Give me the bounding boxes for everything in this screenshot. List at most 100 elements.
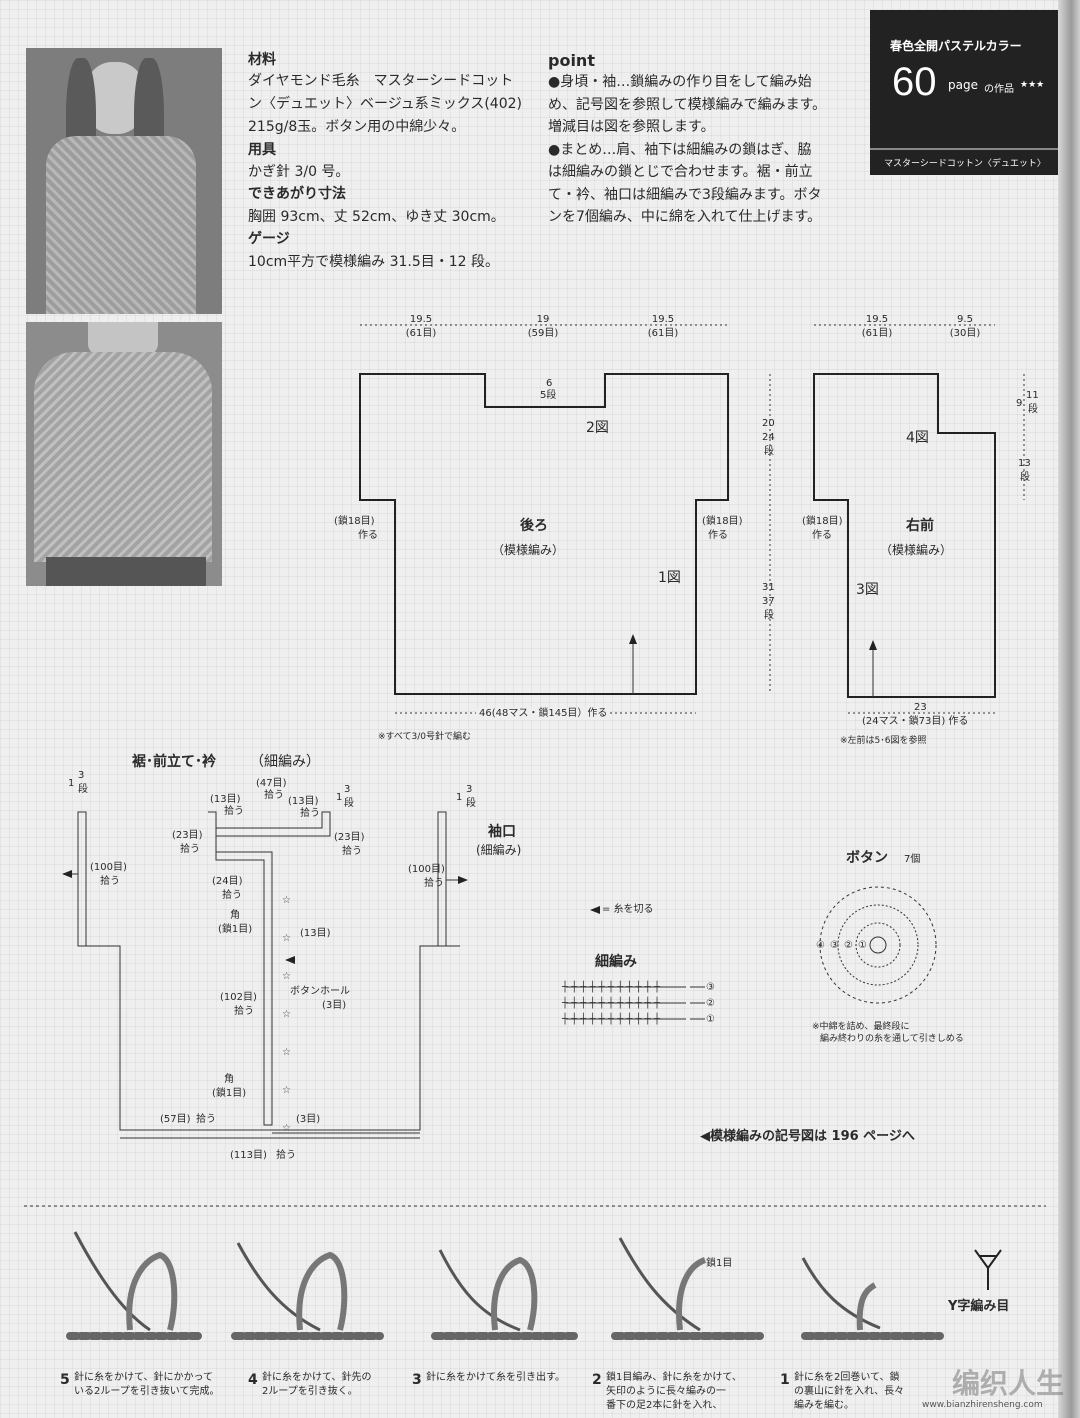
cuff-title-sub: (細編み) [476,843,522,857]
border-rows-b-count: 3 [344,784,351,795]
step-2-line-1: 鎖1目編み、針に糸をかけて、 [606,1372,742,1383]
work-label: の作品 [984,84,1014,95]
back-bottom-dim: 46(48マス・鎖145目）作る [476,708,611,720]
tools-line: かぎ針 3/0 号。 [248,164,350,180]
step-5-number: 5 [60,1372,70,1388]
point-line-7: ンを7個編み、中に綿を入れて仕上げます。 [548,209,822,225]
pick-57: (57目) [160,1114,191,1125]
buttonhole-label: ボタンホール [290,986,350,997]
back-height-bottom-unit: 段 [764,610,774,621]
difficulty-stars: ★★★ [1020,80,1045,90]
front-bottom-stitches: (24マス・鎖73目) 作る [862,716,969,727]
pick-100-left: (100目) [90,862,127,873]
point-line-2: め、記号図を参照して模様編みで編みます。 [548,97,827,113]
tools-heading: 用具 [248,142,276,158]
point-line-6: て・衿、袖口は細編みで3段編みます。ボタ [548,187,822,203]
pick-113-label: 拾う [276,1150,296,1161]
pick-13b-label: 拾う [300,808,320,819]
pick-102: (102目) [220,992,257,1003]
sc-row-2: ② [706,998,715,1009]
pick-23a-label: 拾う [180,844,200,855]
sc-row-3: ③ [706,982,715,993]
buttonhole-stars: ☆ ☆ ☆ ☆ ☆ ☆ ☆ [282,895,291,1134]
pick-13b: (13目) [288,796,319,807]
back-height-bottom-rows: 37 [762,596,775,607]
model-photo-back [26,322,222,586]
pick-24: (24目) [212,876,243,887]
cuff-title: 袖口 [488,824,516,840]
border-title: 裾･前立て･衿 [132,754,216,770]
materials-line-1: ダイヤモンド毛糸 マスターシードコット [248,73,514,89]
pick-47: (47目) [256,778,287,789]
back-dim-mid-value: 19 [536,314,550,325]
back-neck-rows: 5段 [540,390,557,401]
back-height-top-rows: 24 [762,432,775,443]
border-rows-a-value: 1 [68,778,75,789]
back-chain-left: (鎖18目) [334,516,375,527]
pick-23a: (23目) [172,830,203,841]
cuff-rows-count: 3 [466,784,473,795]
cuff-rows-unit: 段 [466,798,476,809]
front-fig3-label: 3図 [856,582,879,598]
size-line: 胸囲 93cm、丈 52cm、ゆき丈 30cm。 [248,209,505,225]
front-chain-left: (鎖18目) [802,516,843,527]
corner-top: 角 [230,910,240,921]
front-pattern-label: （模様編み） [880,543,953,557]
back-dim-left-value: 19.5 [409,314,433,325]
border-rows-a-unit: 段 [78,784,88,795]
back-fig1-label: 1図 [658,570,681,586]
button-row-4: ④ [816,940,825,951]
border-rows-a-count: 3 [78,770,85,781]
gauge-line: 10cm平方で模様編み 31.5目・12 段。 [248,254,500,270]
point-line-1: ●身頃・袖…鎖編みの作り目をして編み始 [548,74,812,90]
watermark-logo: 编织人生 [952,1367,1065,1400]
page-header-box: 春色全開パステルカラー 60 page の作品 ★★★ マスターシードコットン〈… [870,10,1058,175]
point-line-3: 増減目は図を参照します。 [548,119,715,135]
pick-102-label: 拾う [234,1006,254,1017]
button-note-1: ※中綿を詰め、最終段に [812,1022,910,1032]
sc-chart-title: 細編み [595,954,637,970]
back-dim-right-value: 19.5 [651,314,675,325]
front-make-left: 作る [812,530,832,541]
chart-reference-note: ◀模様編みの記号図は 196 ページへ [700,1129,915,1144]
back-pattern-label: （模様編み） [492,543,565,557]
back-fig2-label: 2図 [586,420,609,436]
cuff-pick-100-label: 拾う [424,878,444,889]
step-4-number: 4 [248,1372,258,1388]
front-side-bottom-unit: 段 [1020,472,1030,483]
step-2-line-2: 矢印のように長々編みの一 [606,1386,726,1397]
front-side-bottom-rows: 13 [1018,458,1031,469]
step-3-number: 3 [412,1372,422,1388]
corner-top-sub: (鎖1目) [218,924,253,935]
back-piece-title: 後ろ [520,518,548,534]
point-line-5: は細編みの鎖とじで合わせます。裾・前立 [548,164,813,180]
corner-bottom: 角 [224,1074,234,1085]
corner-bottom-sub: (鎖1目) [212,1088,247,1099]
step-3-line-1: 針に糸をかけて糸を引き出す。 [426,1372,565,1383]
step-5-line-1: 針に糸をかけて、針にかかって [74,1372,213,1383]
step-1-number: 1 [780,1372,790,1388]
pick-100-left-label: 拾う [100,876,120,887]
cut-yarn-note: = 糸を切る [602,904,654,915]
front-fig4-label: 4図 [906,430,929,446]
border-rows-b-value: 1 [336,792,343,803]
front-left-note: ※左前は5･6図を参照 [840,736,927,746]
pick-23b: (23目) [334,832,365,843]
step-1-line-2: の裏山に針を入れ、長々 [794,1386,905,1397]
back-make-right: 作る [708,530,728,541]
pick-3: (3目) [296,1114,321,1125]
back-needle-note: ※すべて3/0号針で編む [378,732,472,742]
pick-13a: (13目) [210,794,241,805]
step-1-line-1: 針に糸を2回巻いて、鎖 [794,1372,900,1383]
page-binding-edge [1058,0,1080,1418]
pick-23b-label: 拾う [342,846,362,857]
button-title: ボタン [846,850,888,866]
back-dim-mid-stitches: (59目) [527,328,559,339]
back-chain-right: (鎖18目) [702,516,743,527]
pick-57-label: 拾う [196,1114,216,1125]
back-neck-value: 6 [546,378,553,389]
yarn-name: マスターシードコットン〈デュエット〉 [884,159,1046,169]
button-row-1: ① [858,940,867,951]
step-2-line-3: 番下の足2本に針を入れ、 [606,1400,723,1411]
